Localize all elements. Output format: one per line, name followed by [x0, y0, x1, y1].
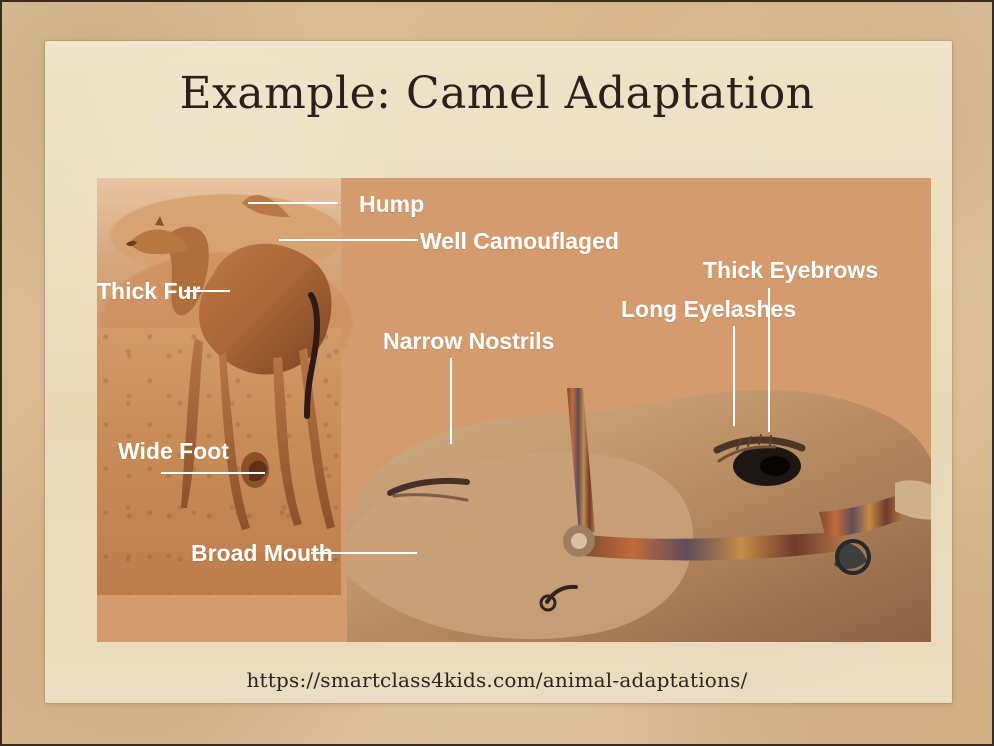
camouflage-pointer-line	[279, 239, 418, 241]
front-leg-left	[181, 338, 203, 508]
label-thick-eyebrows: Thick Eyebrows	[703, 259, 878, 282]
label-well-camouflaged: Well Camouflaged	[420, 230, 619, 253]
slide-title: Example: Camel Adaptation	[2, 68, 992, 119]
camel-hump-top	[242, 195, 290, 217]
thick-eyebrows-pointer-line	[768, 288, 770, 432]
narrow-nostrils-pointer-line	[450, 358, 452, 444]
camel-ear	[155, 216, 164, 226]
label-thick-fur: Thick Fur	[97, 280, 201, 303]
camel-head-closeup	[347, 370, 931, 642]
rear-leg-right	[299, 348, 335, 529]
long-eyelashes-pointer-line	[733, 326, 735, 426]
source-url: https://smartclass4kids.com/animal-adapt…	[2, 668, 992, 692]
camel-adaptation-image: Hump Well Camouflaged Thick Fur Wide Foo…	[97, 178, 931, 642]
hump-pointer-line	[248, 202, 338, 204]
wide-foot-pointer-line	[161, 472, 265, 474]
label-hump: Hump	[359, 193, 424, 216]
label-narrow-nostrils: Narrow Nostrils	[383, 330, 554, 353]
label-broad-mouth: Broad Mouth	[191, 542, 333, 565]
label-wide-foot: Wide Foot	[118, 440, 229, 463]
rear-leg-left	[273, 357, 302, 526]
